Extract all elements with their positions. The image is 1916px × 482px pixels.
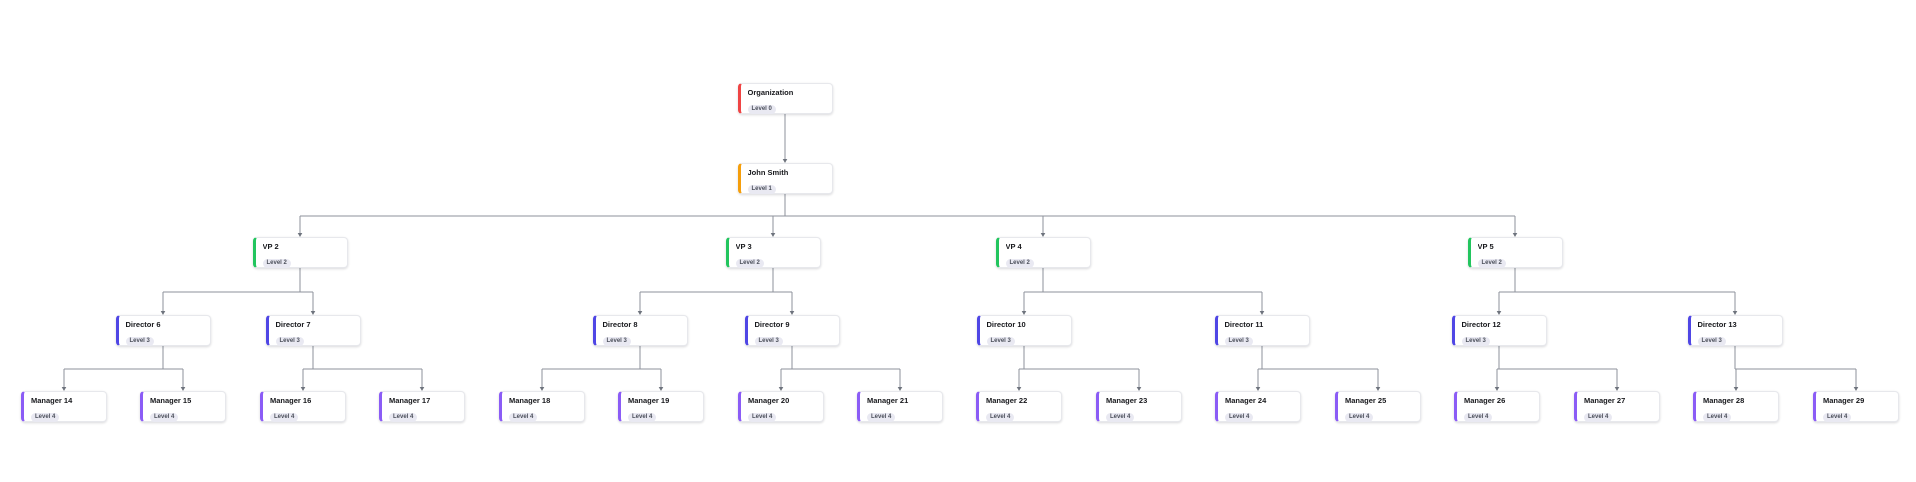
node-level-badge: Level 4 [1703, 413, 1732, 422]
node-level-badge: Level 2 [735, 259, 764, 268]
org-node-m19[interactable]: Manager 19 Level 4 [618, 391, 704, 422]
node-title: Director 13 [1697, 320, 1737, 329]
node-level-badge: Level 3 [1224, 337, 1253, 346]
node-title: Manager 27 [1584, 396, 1626, 405]
node-level-badge: Level 4 [1225, 413, 1254, 422]
org-node-m28[interactable]: Manager 28 Level 4 [1693, 391, 1779, 422]
org-node-m21[interactable]: Manager 21 Level 4 [857, 391, 943, 422]
org-node-vp3[interactable]: VP 3 Level 2 [725, 237, 821, 268]
node-title: VP 5 [1477, 242, 1494, 251]
node-title: Director 12 [1461, 320, 1501, 329]
org-node-vp2[interactable]: VP 2 Level 2 [252, 237, 348, 268]
node-title: Manager 22 [986, 396, 1028, 405]
node-level-badge: Level 4 [1823, 413, 1852, 422]
node-level-badge: Level 3 [275, 337, 304, 346]
node-level-badge: Level 1 [747, 185, 776, 194]
node-level-badge: Level 4 [150, 413, 179, 422]
node-title: Manager 25 [1345, 396, 1387, 405]
node-level-badge: Level 3 [125, 337, 154, 346]
org-node-vp4[interactable]: VP 4 Level 2 [995, 237, 1091, 268]
node-title: Director 10 [986, 320, 1026, 329]
org-node-d7[interactable]: Director 7 Level 3 [265, 315, 361, 346]
org-node-m23[interactable]: Manager 23 Level 4 [1096, 391, 1182, 422]
node-title: Manager 20 [748, 396, 790, 405]
org-node-vp5[interactable]: VP 5 Level 2 [1467, 237, 1563, 268]
node-level-badge: Level 4 [270, 413, 299, 422]
node-title: Manager 19 [628, 396, 670, 405]
node-level-badge: Level 4 [1584, 413, 1613, 422]
node-title: Director 11 [1224, 320, 1264, 329]
node-title: Manager 14 [31, 396, 73, 405]
org-node-d12[interactable]: Director 12 Level 3 [1451, 315, 1547, 346]
node-level-badge: Level 4 [389, 413, 418, 422]
org-node-m25[interactable]: Manager 25 Level 4 [1335, 391, 1421, 422]
org-node-m26[interactable]: Manager 26 Level 4 [1454, 391, 1540, 422]
node-level-badge: Level 2 [1477, 259, 1506, 268]
org-node-m16[interactable]: Manager 16 Level 4 [260, 391, 346, 422]
node-title: Manager 26 [1464, 396, 1506, 405]
node-title: Manager 16 [270, 396, 312, 405]
node-level-badge: Level 2 [1005, 259, 1034, 268]
node-title: Director 7 [275, 320, 311, 329]
org-node-d8[interactable]: Director 8 Level 3 [592, 315, 688, 346]
node-level-badge: Level 3 [754, 337, 783, 346]
node-level-badge: Level 4 [31, 413, 60, 422]
node-level-badge: Level 4 [1464, 413, 1493, 422]
node-level-badge: Level 4 [509, 413, 538, 422]
node-level-badge: Level 0 [747, 105, 776, 114]
node-title: Organization [747, 88, 794, 97]
node-title: Manager 23 [1106, 396, 1148, 405]
node-level-badge: Level 4 [1106, 413, 1135, 422]
org-node-d11[interactable]: Director 11 Level 3 [1214, 315, 1310, 346]
org-node-m27[interactable]: Manager 27 Level 4 [1574, 391, 1660, 422]
node-title: Manager 21 [867, 396, 909, 405]
node-level-badge: Level 3 [602, 337, 631, 346]
node-title: Manager 17 [389, 396, 431, 405]
node-title: Manager 24 [1225, 396, 1267, 405]
node-level-badge: Level 3 [1461, 337, 1490, 346]
node-level-badge: Level 2 [262, 259, 291, 268]
node-level-badge: Level 4 [748, 413, 777, 422]
node-level-badge: Level 4 [628, 413, 657, 422]
node-level-badge: Level 4 [1345, 413, 1374, 422]
org-node-m29[interactable]: Manager 29 Level 4 [1813, 391, 1899, 422]
org-node-m20[interactable]: Manager 20 Level 4 [738, 391, 824, 422]
node-level-badge: Level 3 [986, 337, 1015, 346]
node-title: Manager 29 [1823, 396, 1865, 405]
node-level-badge: Level 4 [867, 413, 896, 422]
org-node-d9[interactable]: Director 9 Level 3 [744, 315, 840, 346]
node-title: Director 9 [754, 320, 790, 329]
node-title: Manager 28 [1703, 396, 1745, 405]
node-title: VP 3 [735, 242, 752, 251]
org-node-m22[interactable]: Manager 22 Level 4 [976, 391, 1062, 422]
node-title: Director 8 [602, 320, 638, 329]
node-title: Director 6 [125, 320, 161, 329]
org-node-d13[interactable]: Director 13 Level 3 [1687, 315, 1783, 346]
org-node-m14[interactable]: Manager 14 Level 4 [21, 391, 107, 422]
org-node-m15[interactable]: Manager 15 Level 4 [140, 391, 226, 422]
node-title: Manager 15 [150, 396, 192, 405]
node-title: VP 4 [1005, 242, 1022, 251]
org-node-m18[interactable]: Manager 18 Level 4 [499, 391, 585, 422]
node-level-badge: Level 3 [1697, 337, 1726, 346]
node-title: John Smith [747, 168, 789, 177]
node-title: Manager 18 [509, 396, 551, 405]
org-node-d6[interactable]: Director 6 Level 3 [115, 315, 211, 346]
org-node-m17[interactable]: Manager 17 Level 4 [379, 391, 465, 422]
node-level-badge: Level 4 [986, 413, 1015, 422]
org-node-d10[interactable]: Director 10 Level 3 [976, 315, 1072, 346]
org-node-m24[interactable]: Manager 24 Level 4 [1215, 391, 1301, 422]
node-title: VP 2 [262, 242, 279, 251]
